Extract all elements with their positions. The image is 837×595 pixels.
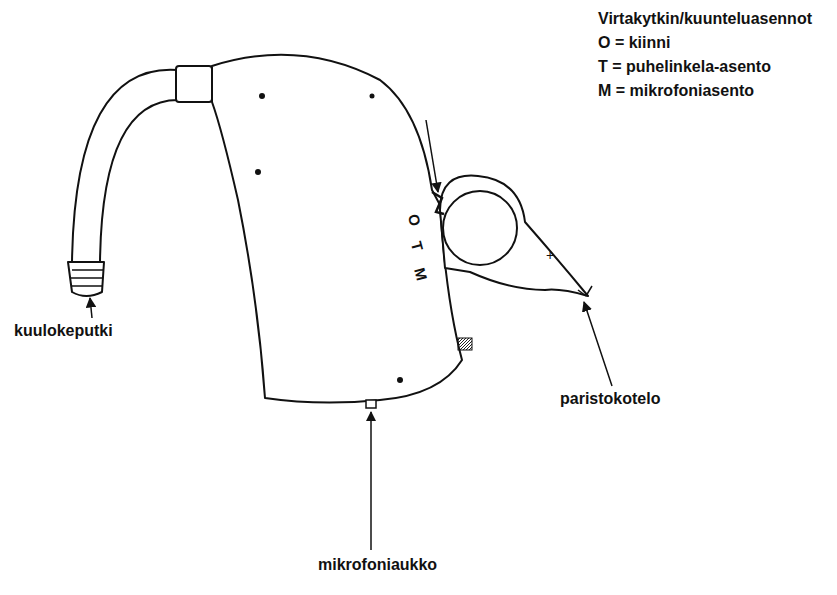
switch-notch [432,192,444,214]
leader-line [584,302,612,386]
leader-line [90,298,92,318]
hook-joint [176,66,212,102]
case-lip [578,286,592,296]
tip-ribs [71,270,103,286]
leader-line [370,412,372,550]
housing [212,55,462,403]
screw-dot [259,93,265,99]
screw-dot [370,94,375,99]
microphone-port [366,400,376,408]
switch-position: O = kiinni [598,34,670,52]
ear-hook [72,70,178,262]
part-name: mikrofoniaukko [318,556,437,574]
leader-line [426,120,438,192]
hatched-plate [458,338,472,350]
screw-dot [255,169,261,175]
part-name: kuulokeputki [14,322,113,340]
switch-heading: Virtakytkin/kuunteluasennot [598,10,812,28]
part-name: paristokotelo [560,390,660,408]
screw-dot [397,377,403,383]
battery-case [440,176,588,296]
switch-position: M = mikrofoniasento [598,82,754,100]
polarity-sign: + [546,248,554,263]
hook-tip [68,262,104,296]
battery [443,191,517,265]
switch-position: T = puhelinkela-asento [598,58,771,76]
